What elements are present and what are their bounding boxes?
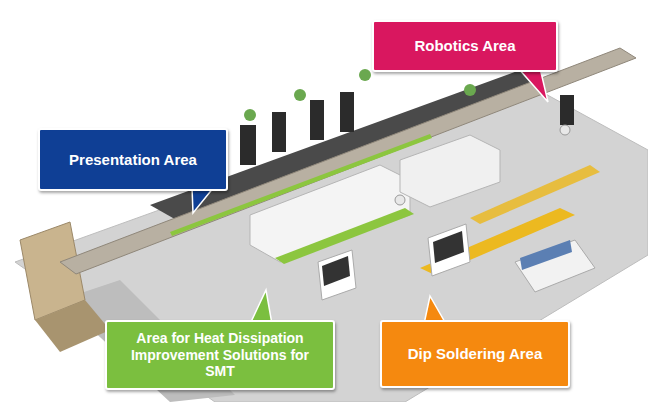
display-screen [433,231,464,263]
plant [359,69,371,81]
back-panels [240,92,354,165]
callout-label: Robotics Area [414,37,515,55]
callout-label: Dip Soldering Area [408,345,542,363]
callout-label: Area for Heat Dissipation Improvement So… [117,330,323,380]
callout-label: Presentation Area [69,151,197,169]
plant [294,89,306,101]
screen [560,95,574,125]
callout-tail [250,290,272,324]
display-stand [318,250,356,300]
panel [310,100,324,140]
overhead-beam [60,48,636,274]
left-cube-side [35,300,110,352]
machine [400,135,500,207]
panel [240,125,256,165]
desk [515,240,595,292]
callout-box: Dip Soldering Area [380,320,570,388]
desk-panel [520,240,572,270]
callout-box: Robotics Area [372,20,558,72]
display-stand [428,224,470,276]
yellow-floor-strip [470,165,600,224]
stool [395,195,405,205]
plant [244,109,256,121]
stool [560,125,570,135]
callout-box: Presentation Area [38,128,228,191]
panel [272,112,286,152]
floor [15,80,648,402]
callout-tail [518,68,548,102]
panel [340,92,354,132]
machine [250,165,410,262]
display-screen [322,256,350,286]
callout-box: Area for Heat Dissipation Improvement So… [105,320,335,390]
plant [464,84,476,96]
